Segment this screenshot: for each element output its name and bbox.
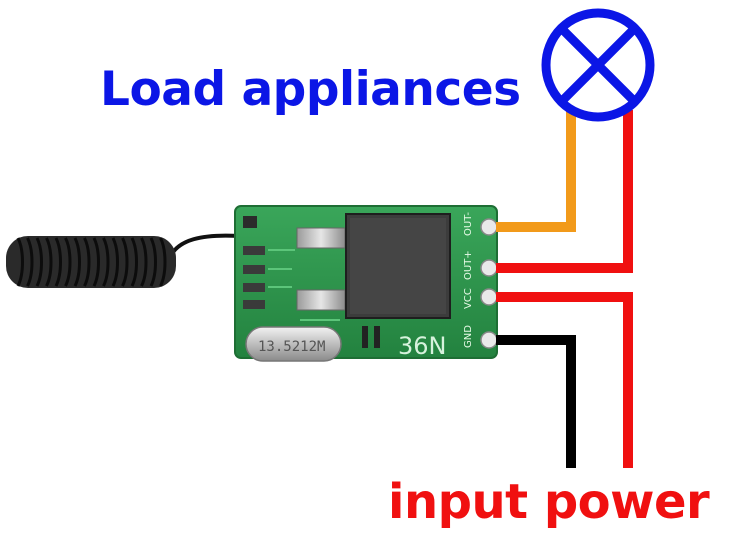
antenna-coil-ridge — [102, 237, 110, 287]
wire-out-minus — [496, 110, 576, 232]
load-appliances-label: Load appliances — [100, 62, 521, 117]
antenna-coil-ridge — [64, 237, 72, 287]
pin-label-out-plus: OUT+ — [463, 250, 474, 280]
antenna-coil-ridge — [45, 237, 53, 287]
model-marking: 36N — [398, 332, 447, 360]
antenna-coil-ridge — [54, 237, 62, 287]
pin-label-gnd: GND — [463, 325, 474, 348]
antenna-coil-ridge — [121, 237, 129, 287]
antenna-coil-ridge — [73, 237, 81, 287]
pin-pad-gnd — [480, 331, 498, 349]
input-power-label: input power — [388, 474, 710, 530]
receiver-board: 13.5212M 36N OUT- OUT+ VCC GND — [234, 205, 498, 362]
antenna-coil-ridge — [83, 237, 91, 287]
pin-label-vcc: VCC — [463, 288, 474, 309]
antenna-coil-ridge — [149, 237, 157, 287]
crystal — [245, 326, 342, 362]
wire-gnd — [496, 335, 576, 468]
pin-pad-out-minus — [480, 218, 498, 236]
antenna-wire — [166, 233, 241, 263]
pin-pad-vcc — [480, 288, 498, 306]
pin-label-out-minus: OUT- — [463, 212, 474, 236]
antenna-coil-ridge — [140, 237, 148, 287]
antenna-coil-ridge — [26, 237, 34, 287]
wire-vcc — [496, 292, 633, 468]
antenna-coil-ridge — [111, 237, 119, 287]
crystal-marking: 13.5212M — [258, 339, 325, 355]
coiled-antenna — [6, 236, 176, 288]
antenna-coil-ridge — [159, 237, 167, 287]
pin-pad-out-plus — [480, 259, 498, 277]
antenna-coil-ridge — [130, 237, 138, 287]
antenna-coil-ridge — [35, 237, 43, 287]
lamp-icon — [541, 8, 655, 122]
wire-out-plus — [496, 110, 633, 273]
antenna-coil-ridge — [16, 237, 24, 287]
antenna-coil-ridge — [92, 237, 100, 287]
